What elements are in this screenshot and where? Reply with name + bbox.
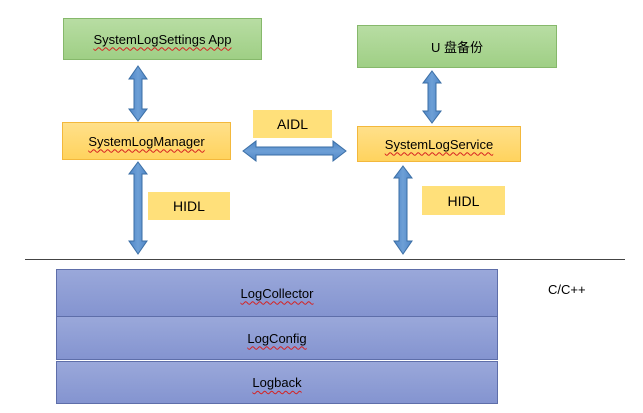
- systemlogsettings-app-box: SystemLogSettings App: [63, 18, 262, 60]
- arrow-service-native: [393, 165, 413, 255]
- systemlogmanager-box: SystemLogManager: [62, 122, 231, 160]
- c-cpp-label: C/C++: [548, 282, 586, 297]
- hidl-left-label: HIDL: [173, 198, 205, 214]
- hidl-right-label: HIDL: [447, 192, 480, 209]
- logconfig-label: LogConfig: [247, 330, 307, 346]
- systemlogservice-label: SystemLogService: [384, 136, 494, 152]
- arrow-app-manager: [128, 65, 148, 122]
- hidl-right-tag: HIDL: [422, 186, 505, 215]
- arrow-manager-native: [128, 161, 148, 255]
- logback-label: Logback: [252, 375, 302, 390]
- arrow-usb-service: [422, 70, 442, 124]
- systemlogservice-box: SystemLogService: [357, 126, 521, 162]
- systemlogsettings-app-label: SystemLogSettings App: [93, 31, 232, 47]
- usb-backup-box: U 盘备份: [357, 25, 557, 68]
- arrow-manager-service: [242, 139, 347, 163]
- systemlogmanager-label: SystemLogManager: [88, 133, 205, 149]
- hidl-left-tag: HIDL: [148, 192, 230, 220]
- logcollector-layer: LogCollector: [56, 269, 498, 317]
- aidl-label: AIDL: [276, 116, 309, 132]
- usb-backup-label: U 盘备份: [430, 40, 483, 55]
- layer-divider-line: [25, 259, 625, 260]
- logback-layer: Logback: [56, 361, 498, 404]
- logcollector-label: LogCollector: [240, 285, 314, 301]
- aidl-tag: AIDL: [253, 110, 332, 138]
- logconfig-layer: LogConfig: [56, 316, 498, 360]
